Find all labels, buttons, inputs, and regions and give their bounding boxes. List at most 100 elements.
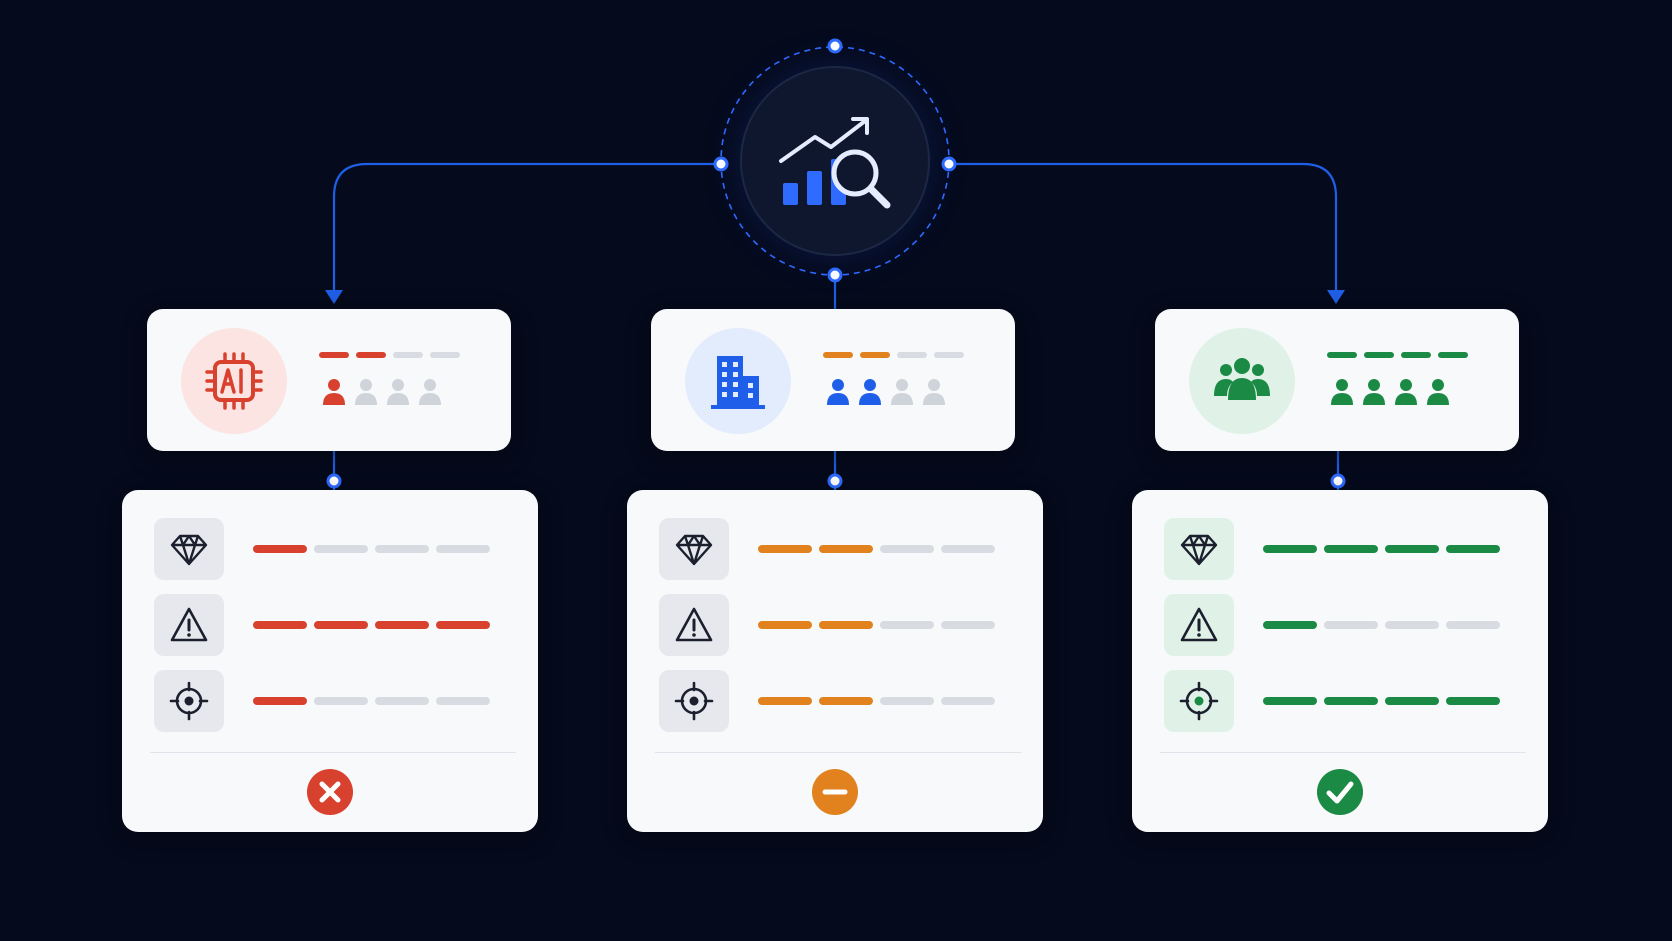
team-profile-card: [1155, 309, 1519, 451]
target-icon: [169, 681, 209, 721]
rating-segment: [393, 352, 423, 358]
ai-avatar: [181, 328, 287, 434]
team-target-row-icon: [1164, 670, 1234, 732]
orbit-node-left: [713, 156, 729, 172]
person-icon: [827, 379, 849, 405]
criterion-segment: [375, 697, 429, 705]
gem-icon: [1180, 534, 1218, 566]
rating-segment: [823, 352, 853, 358]
rating-segment: [897, 352, 927, 358]
person-icon: [923, 379, 945, 405]
person-icon: [355, 379, 377, 405]
company-risk-bars: [758, 621, 995, 629]
rating-segment: [1327, 352, 1357, 358]
criterion-segment: [314, 621, 368, 629]
company-value-row-icon: [659, 518, 729, 580]
criterion-segment: [253, 697, 307, 705]
orbit-node-bottom: [827, 267, 843, 283]
rating-segment: [430, 352, 460, 358]
divider: [150, 752, 516, 753]
minus-circle-icon: [812, 769, 858, 815]
person-icon: [323, 379, 345, 405]
company-avatar: [685, 328, 791, 434]
orbit-node-right: [941, 156, 957, 172]
criterion-segment: [819, 545, 873, 553]
criterion-segment: [1446, 697, 1500, 705]
cross-circle-icon: [307, 769, 353, 815]
criterion-segment: [1263, 545, 1317, 553]
criterion-segment: [1385, 621, 1439, 629]
criterion-segment: [1263, 621, 1317, 629]
criterion-segment: [375, 621, 429, 629]
ai-criteria-card: [122, 490, 538, 832]
connector-left: [332, 162, 721, 300]
ai-rating-bars: [319, 352, 460, 405]
company-target-bars: [758, 697, 995, 705]
node-ai: [326, 473, 342, 489]
ai-value-bars: [253, 545, 490, 553]
criterion-segment: [1385, 545, 1439, 553]
criterion-segment: [253, 621, 307, 629]
person-icon: [419, 379, 441, 405]
node-team: [1330, 473, 1346, 489]
arrowhead-left: [325, 290, 343, 304]
company-value-bars: [758, 545, 995, 553]
company-risk-row-icon: [659, 594, 729, 656]
criterion-segment: [1446, 621, 1500, 629]
rating-segment: [1438, 352, 1468, 358]
criterion-segment: [819, 697, 873, 705]
criterion-segment: [436, 697, 490, 705]
hub-circle: [740, 66, 930, 256]
team-avatar: [1189, 328, 1295, 434]
warning-icon: [170, 607, 208, 642]
criterion-segment: [436, 621, 490, 629]
criterion-segment: [880, 621, 934, 629]
criterion-segment: [758, 697, 812, 705]
ai-risk-row-icon: [154, 594, 224, 656]
connector-right: [949, 162, 1338, 300]
person-icon: [1395, 379, 1417, 405]
criterion-segment: [880, 545, 934, 553]
ai-risk-bars: [253, 621, 490, 629]
ai-target-bars: [253, 697, 490, 705]
criterion-segment: [758, 545, 812, 553]
gem-icon: [675, 534, 713, 566]
person-icon: [891, 379, 913, 405]
criterion-segment: [314, 697, 368, 705]
warning-icon: [1180, 607, 1218, 642]
person-icon: [387, 379, 409, 405]
divider: [655, 752, 1021, 753]
rating-segment: [860, 352, 890, 358]
rating-segment: [934, 352, 964, 358]
building-icon: [711, 356, 765, 409]
company-rating-bars: [823, 352, 964, 405]
criterion-segment: [314, 545, 368, 553]
rating-segment: [319, 352, 349, 358]
criterion-segment: [375, 545, 429, 553]
gem-icon: [170, 534, 208, 566]
arrowhead-right: [1327, 290, 1345, 304]
company-profile-card: [651, 309, 1015, 451]
orbit-node-top: [827, 38, 843, 54]
criterion-segment: [819, 621, 873, 629]
ai-chip-icon: [205, 352, 263, 410]
criterion-segment: [941, 697, 995, 705]
criterion-segment: [1324, 545, 1378, 553]
rating-segment: [1401, 352, 1431, 358]
divider: [1160, 752, 1526, 753]
analytics-search-icon: [779, 117, 891, 209]
criterion-segment: [880, 697, 934, 705]
team-risk-row-icon: [1164, 594, 1234, 656]
node-company: [827, 473, 843, 489]
criterion-segment: [1324, 621, 1378, 629]
person-icon: [859, 379, 881, 405]
ai-target-row-icon: [154, 670, 224, 732]
ai-value-row-icon: [154, 518, 224, 580]
rating-segment: [356, 352, 386, 358]
company-criteria-card: [627, 490, 1043, 832]
target-icon: [1179, 681, 1219, 721]
criterion-segment: [758, 621, 812, 629]
person-icon: [1331, 379, 1353, 405]
